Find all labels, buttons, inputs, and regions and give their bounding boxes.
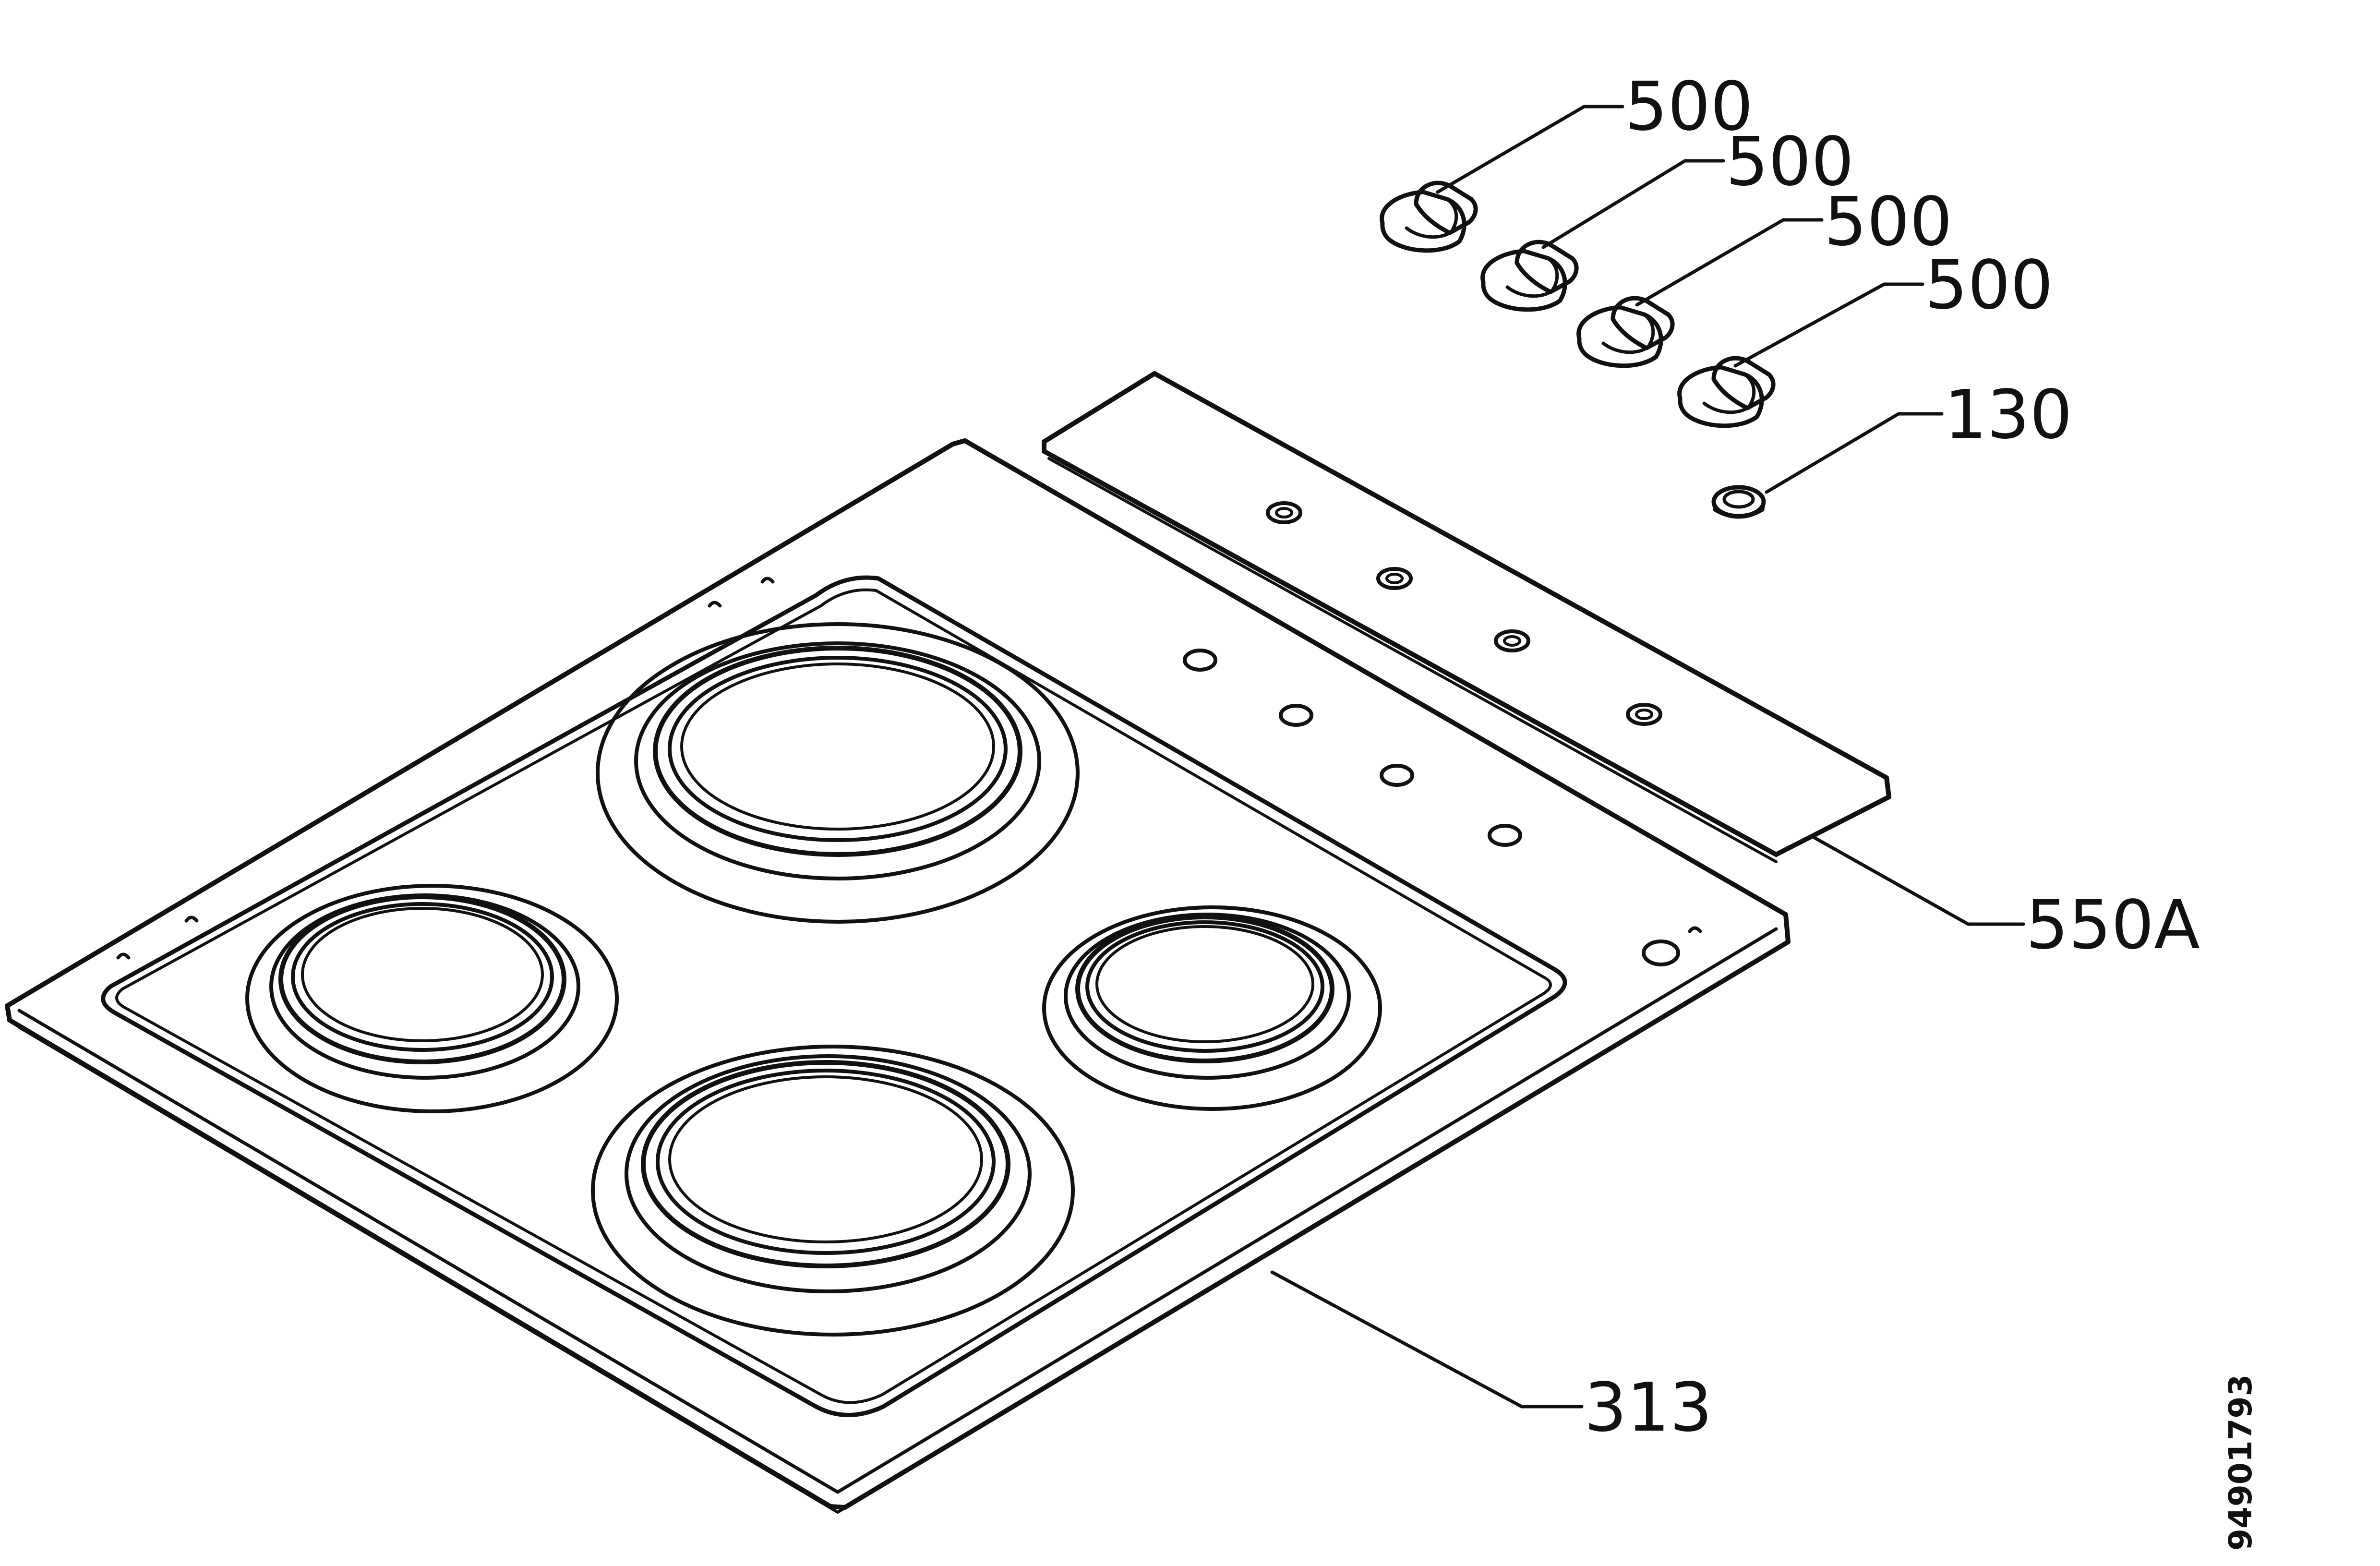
plate-control-holes xyxy=(1183,649,1680,966)
leader-lines xyxy=(1270,105,2025,1409)
label-nut: 130 xyxy=(1944,376,2072,454)
burner-left-medium xyxy=(245,884,619,1113)
label-knob-2: 500 xyxy=(1726,123,1854,201)
label-knob-1: 500 xyxy=(1625,68,1753,146)
document-code: 94901793 xyxy=(2222,1374,2259,1551)
control-strip-panel xyxy=(1042,371,1891,863)
label-knob-3: 500 xyxy=(1824,183,1952,261)
knob-1 xyxy=(1382,183,1476,251)
burner-right-medium xyxy=(1042,905,1382,1111)
plate-fixing-marks xyxy=(116,577,1702,960)
knob-2 xyxy=(1483,242,1576,310)
nut-part xyxy=(1711,485,1766,519)
label-knob-4: 500 xyxy=(1925,246,2053,325)
label-hob-top: 313 xyxy=(1584,1369,1712,1447)
label-control-strip: 550A xyxy=(2026,886,2200,964)
knob-3 xyxy=(1579,298,1672,366)
strip-control-holes xyxy=(1266,501,1662,726)
hob-top-panel xyxy=(5,438,1791,1514)
part-labels: 500 500 500 500 130 550A 313 xyxy=(1584,68,2200,1447)
burner-top-large xyxy=(596,622,1080,924)
burner-bottom-large xyxy=(591,1045,1075,1337)
control-knobs xyxy=(1382,183,1773,426)
knob-4 xyxy=(1680,358,1773,426)
